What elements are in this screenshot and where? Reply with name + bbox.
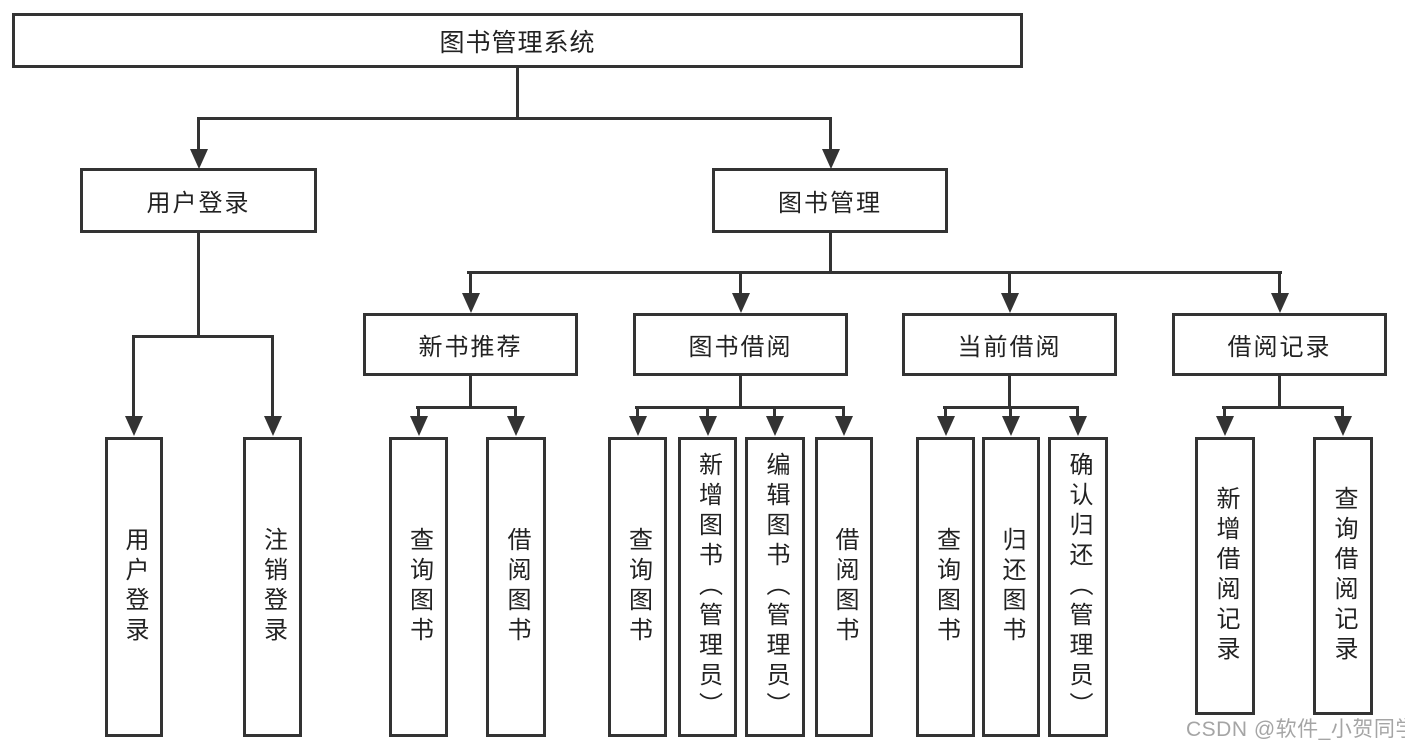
connector-line <box>467 271 1282 274</box>
node-label: 用户登录 <box>121 527 148 647</box>
arrowhead-down-icon <box>1000 293 1019 313</box>
connector-line <box>197 119 200 152</box>
arrowhead-down-icon <box>834 416 853 436</box>
connector-line <box>829 233 832 274</box>
leaf-newbook-borrow-books: 借阅图书 <box>486 437 546 737</box>
connector-line <box>197 117 832 120</box>
leaf-current-confirm-return-admin: 确认归还（管理员） <box>1048 437 1108 737</box>
connector-line <box>516 68 519 119</box>
node-label: 编辑图书（管理员） <box>762 452 789 722</box>
node-label: 查询图书 <box>932 527 960 647</box>
leaf-current-return-books: 归还图书 <box>982 437 1040 737</box>
connector-line <box>469 376 472 408</box>
connector-line <box>1341 408 1344 419</box>
arrowhead-down-icon <box>263 416 282 436</box>
arrowhead-down-icon <box>189 149 208 169</box>
arrowhead-down-icon <box>1068 416 1087 436</box>
leaf-current-query-books: 查询图书 <box>916 437 975 737</box>
connector-line <box>1223 408 1226 419</box>
arrowhead-down-icon <box>506 416 525 436</box>
node-current-borrowing: 当前借阅 <box>902 313 1117 376</box>
node-root-library-management-system: 图书管理系统 <box>12 13 1023 68</box>
connector-line <box>1008 273 1011 296</box>
arrowhead-down-icon <box>1270 293 1289 313</box>
node-borrowing-records: 借阅记录 <box>1172 313 1387 376</box>
node-book-management: 图书管理 <box>712 168 948 233</box>
arrowhead-down-icon <box>1215 416 1234 436</box>
node-label: 新增借阅记录 <box>1212 486 1239 666</box>
connector-line <box>1278 376 1281 408</box>
node-label: 新书推荐 <box>418 334 523 361</box>
watermark: CSDN @软件_小贺同学 <box>1186 718 1405 741</box>
node-label: 借阅图书 <box>503 527 530 647</box>
node-label: 查询图书 <box>624 527 652 647</box>
node-user-login: 用户登录 <box>80 168 317 233</box>
arrowhead-down-icon <box>698 416 717 436</box>
connector-line <box>132 337 135 419</box>
node-book-borrowing: 图书借阅 <box>633 313 848 376</box>
arrowhead-down-icon <box>628 416 647 436</box>
connector-line <box>1222 406 1344 409</box>
leaf-borrowing-query-books: 查询图书 <box>608 437 667 737</box>
arrowhead-down-icon <box>1333 416 1352 436</box>
leaf-borrowing-borrow-books: 借阅图书 <box>815 437 873 737</box>
connector-line <box>829 119 832 152</box>
arrowhead-down-icon <box>124 416 143 436</box>
arrowhead-down-icon <box>409 416 428 436</box>
connector-line <box>1009 408 1012 419</box>
connector-line <box>416 406 517 409</box>
node-label: 归还图书 <box>998 527 1025 647</box>
leaf-user-login: 用户登录 <box>105 437 163 737</box>
connector-line <box>944 408 947 419</box>
node-label: 图书管理系统 <box>439 28 596 57</box>
connector-line <box>773 408 776 419</box>
node-label: 查询图书 <box>405 527 433 647</box>
arrowhead-down-icon <box>1001 416 1020 436</box>
connector-line <box>706 408 709 419</box>
connector-line <box>197 233 200 337</box>
arrowhead-down-icon <box>821 149 840 169</box>
node-label: 查询借阅记录 <box>1330 486 1357 666</box>
node-label: 注销登录 <box>259 527 287 647</box>
node-new-book-recommend: 新书推荐 <box>363 313 578 376</box>
arrowhead-down-icon <box>731 293 750 313</box>
connector-line <box>132 335 274 338</box>
leaf-records-add-record: 新增借阅记录 <box>1195 437 1255 715</box>
connector-line <box>1008 376 1011 408</box>
node-label: 当前借阅 <box>957 334 1062 361</box>
node-label: 借阅图书 <box>831 527 858 647</box>
connector-line <box>842 408 845 419</box>
connector-line <box>739 273 742 296</box>
node-label: 新增图书（管理员） <box>694 452 722 722</box>
arrowhead-down-icon <box>936 416 955 436</box>
connector-line <box>635 406 845 409</box>
connector-line <box>1278 273 1281 296</box>
connector-line <box>417 408 420 419</box>
connector-line <box>514 408 517 419</box>
arrowhead-down-icon <box>461 293 480 313</box>
node-label: 借阅记录 <box>1227 334 1332 361</box>
node-label: 图书管理 <box>778 190 882 217</box>
leaf-newbook-query-books: 查询图书 <box>389 437 448 737</box>
connector-line <box>636 408 639 419</box>
connector-line <box>271 337 274 419</box>
node-label: 图书借阅 <box>688 334 793 361</box>
leaf-logout: 注销登录 <box>243 437 302 737</box>
leaf-borrowing-edit-books-admin: 编辑图书（管理员） <box>745 437 805 737</box>
connector-line <box>943 406 1079 409</box>
node-label: 确认归还（管理员） <box>1065 452 1092 722</box>
arrowhead-down-icon <box>765 416 784 436</box>
connector-line <box>739 376 742 408</box>
connector-line <box>469 273 472 296</box>
leaf-records-query-record: 查询借阅记录 <box>1313 437 1373 715</box>
leaf-borrowing-add-books-admin: 新增图书（管理员） <box>678 437 737 737</box>
connector-line <box>1076 408 1079 419</box>
node-label: 用户登录 <box>146 190 251 217</box>
